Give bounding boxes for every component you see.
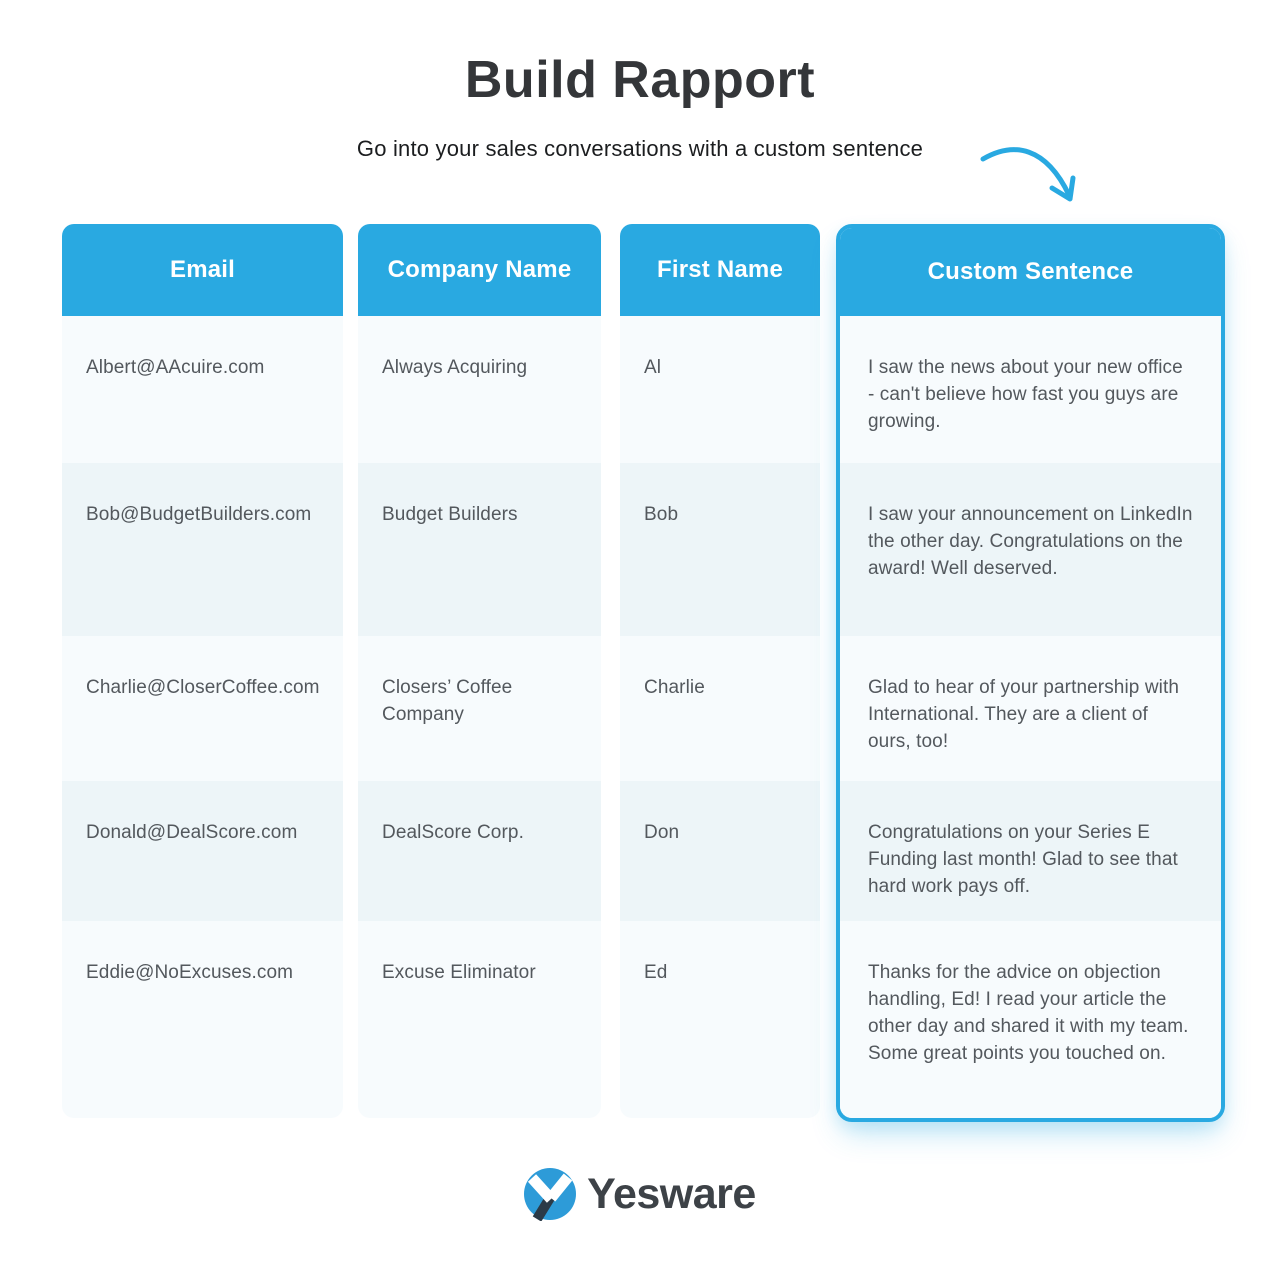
page-subtitle: Go into your sales conversations with a … xyxy=(356,136,924,161)
table-cell-first_name: Al xyxy=(620,316,820,463)
table-cell-first_name: Ed xyxy=(620,921,820,1118)
table-cell-text: Always Acquiring xyxy=(382,357,528,378)
table-cell-email: Albert@AAcuire.com xyxy=(62,316,343,463)
table-cell-email: Charlie@CloserCoffee.com xyxy=(62,636,343,781)
table-cell-first_name: Charlie xyxy=(620,636,820,781)
table-cell-custom_sentence: Thanks for the advice on objection handl… xyxy=(840,921,1221,1118)
table-cell-text: Eddie@NoExcuses.com xyxy=(86,962,294,983)
table-cell-text: Charlie@CloserCoffee.com xyxy=(86,677,320,698)
table-cell-text: Albert@AAcuire.com xyxy=(86,357,265,378)
table-cell-text: DealScore Corp. xyxy=(382,822,524,843)
table-cell-custom_sentence: Congratulations on your Series E Funding… xyxy=(840,781,1221,921)
table-cell-company_name: DealScore Corp. xyxy=(358,781,601,921)
table-cell-text: Thanks for the advice on objection handl… xyxy=(868,962,1189,1064)
brand-name: Yesware xyxy=(587,1170,756,1218)
table-cell-email: Eddie@NoExcuses.com xyxy=(62,921,343,1118)
table-cell-text: Glad to hear of your partnership with In… xyxy=(868,677,1180,752)
table-cell-company_name: Closers’ Coffee Company xyxy=(358,636,601,781)
table-cell-text: Closers’ Coffee Company xyxy=(382,677,513,725)
table-cell-custom_sentence: I saw your announcement on LinkedIn the … xyxy=(840,463,1221,636)
table-cell-text: Don xyxy=(644,822,680,843)
table-cell-text: I saw your announcement on LinkedIn the … xyxy=(868,504,1193,579)
table-cell-first_name: Don xyxy=(620,781,820,921)
table-cell-custom_sentence: Glad to hear of your partnership with In… xyxy=(840,636,1221,781)
table-cell-text: Excuse Eliminator xyxy=(382,962,536,983)
table-cell-text: Bob xyxy=(644,504,679,525)
column-body-custom-sentence: I saw the news about your new office - c… xyxy=(840,316,1221,1118)
table-cell-text: Al xyxy=(644,357,662,378)
column-custom-sentence-highlighted: Custom Sentence I saw the news about you… xyxy=(836,224,1225,1122)
footer-logo: Yesware xyxy=(0,1168,1280,1221)
table-cell-text: Charlie xyxy=(644,677,705,698)
table-cell-text: I saw the news about your new office - c… xyxy=(868,357,1183,432)
table-cell-company_name: Always Acquiring xyxy=(358,316,601,463)
curved-arrow-icon xyxy=(980,147,1076,202)
column-header-custom-sentence: Custom Sentence xyxy=(840,228,1221,316)
table-cell-text: Bob@BudgetBuilders.com xyxy=(86,504,312,525)
table-cell-text: Budget Builders xyxy=(382,504,518,525)
column-header-first-name: First Name xyxy=(620,224,820,316)
table-cell-custom_sentence: I saw the news about your new office - c… xyxy=(840,316,1221,463)
page-title: Build Rapport xyxy=(464,51,816,109)
subtitle-row: Go into your sales conversations with a … xyxy=(0,136,1280,162)
column-header-email: Email xyxy=(62,224,343,316)
table-cell-email: Donald@DealScore.com xyxy=(62,781,343,921)
table-cell-text: Ed xyxy=(644,962,668,983)
table-cell-first_name: Bob xyxy=(620,463,820,636)
table-cell-email: Bob@BudgetBuilders.com xyxy=(62,463,343,636)
yesware-logo-icon xyxy=(524,1168,577,1221)
column-header-company-name: Company Name xyxy=(358,224,601,316)
table-cell-company_name: Excuse Eliminator xyxy=(358,921,601,1118)
table-cell-company_name: Budget Builders xyxy=(358,463,601,636)
table-cell-text: Donald@DealScore.com xyxy=(86,822,298,843)
table-cell-text: Congratulations on your Series E Funding… xyxy=(868,822,1178,897)
